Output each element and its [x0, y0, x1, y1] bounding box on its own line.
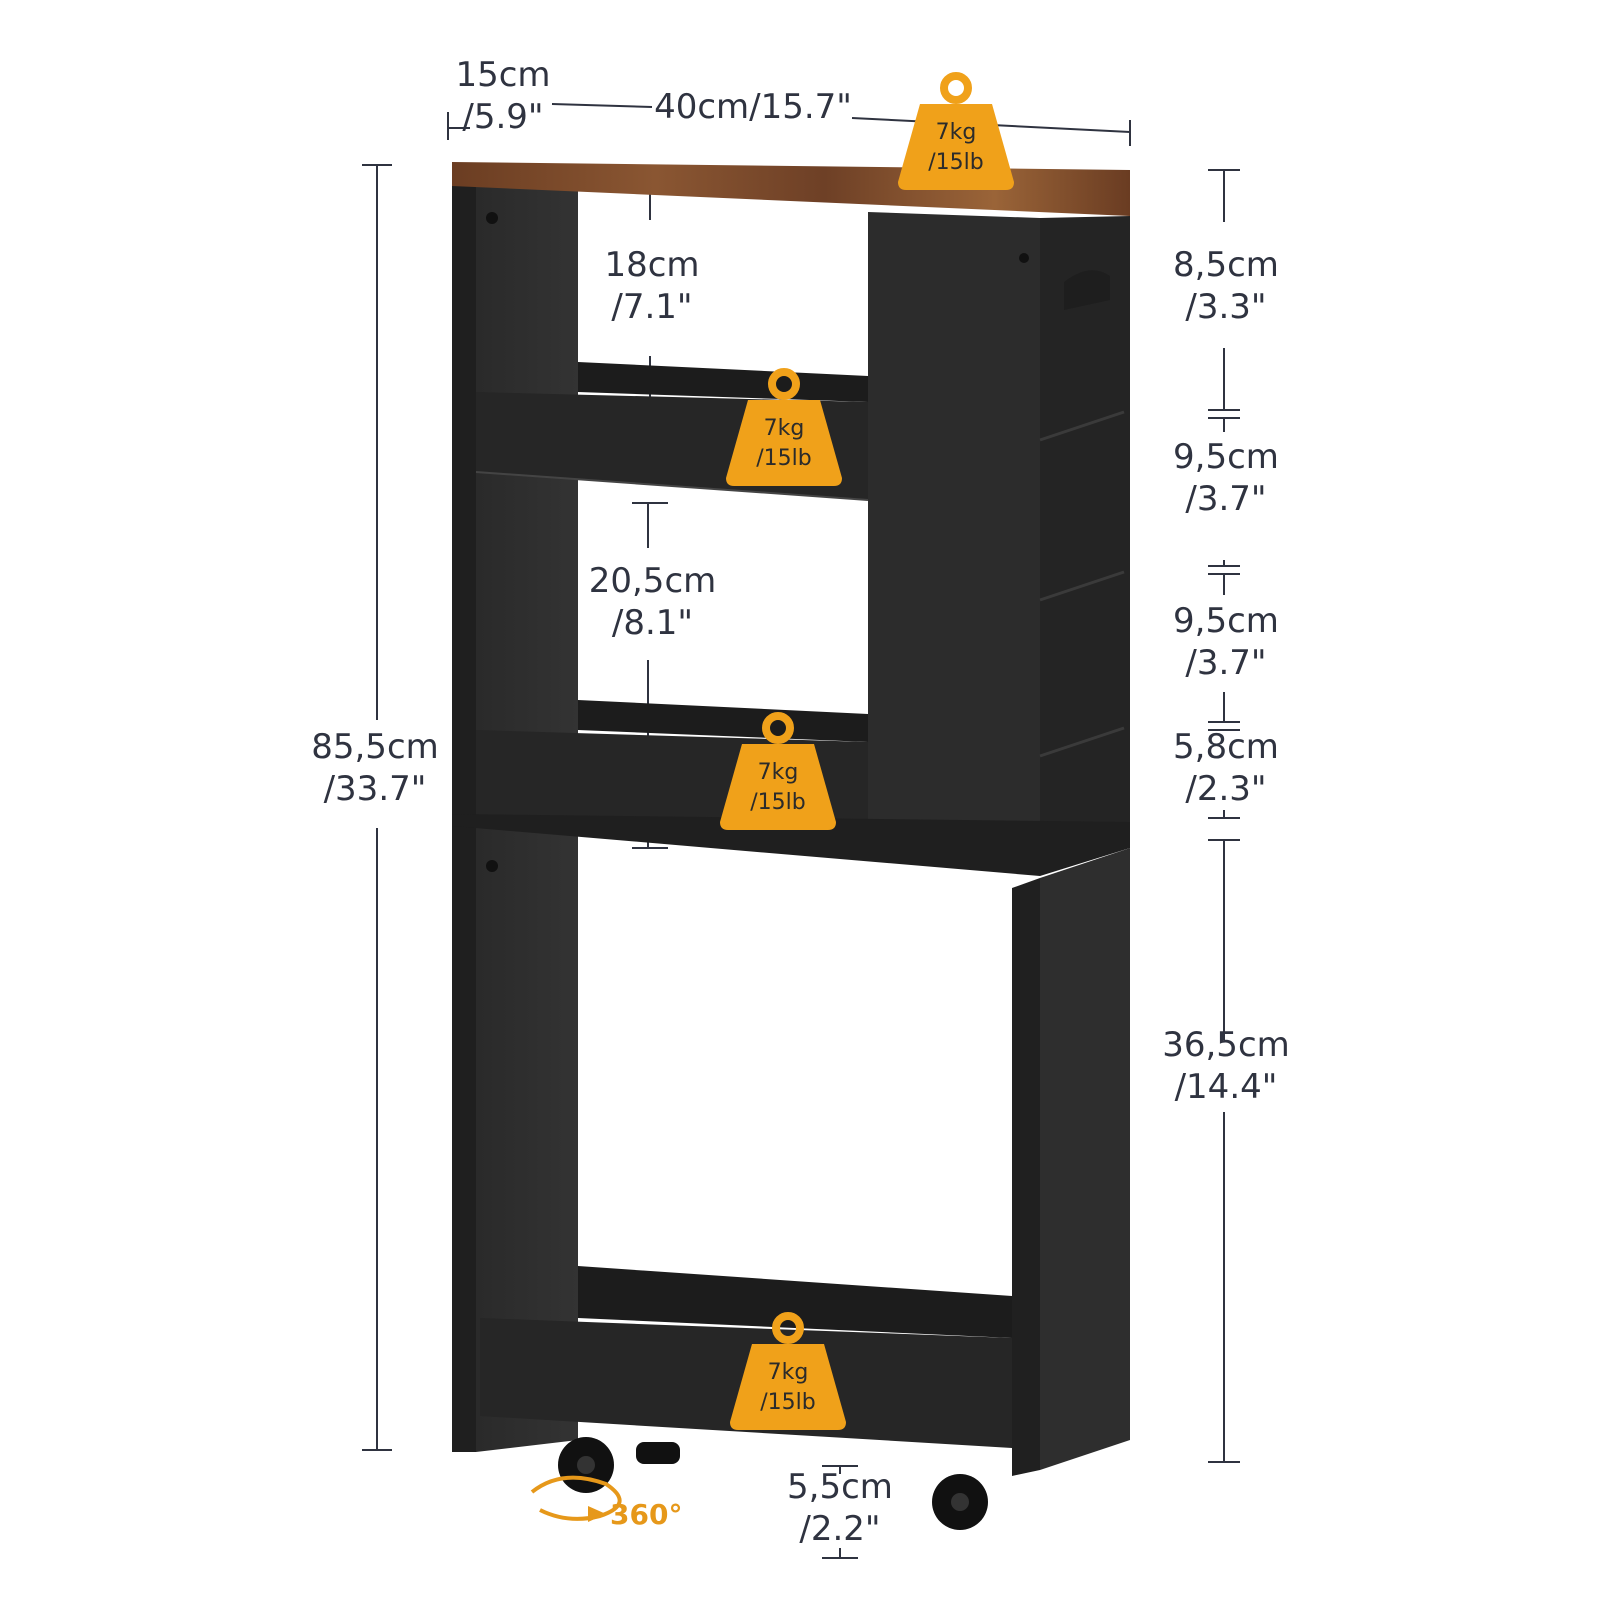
top-gap-label: 18cm/7.1": [604, 245, 700, 327]
badge-imperial: /15lb: [760, 1390, 815, 1415]
handle-slot: [1064, 270, 1110, 310]
width-label: 40cm/15.7": [654, 87, 852, 127]
badge-weight: 7kg: [936, 120, 977, 145]
height-label: 85,5cm/33.7": [311, 727, 439, 809]
badge-weight: 7kg: [768, 1360, 809, 1385]
bottom-section-label: 36,5cm/14.4": [1162, 1025, 1290, 1107]
side-2-label: 9,5cm/3.7": [1173, 437, 1279, 519]
depth-label: 15cm/5.9": [455, 55, 551, 137]
load-badge: 7kg /15lb: [720, 712, 836, 830]
right-front-panel: [1012, 878, 1040, 1476]
load-badge: 7kg /15lb: [726, 368, 842, 486]
rotation-icon: 360°: [530, 1475, 682, 1531]
right-side-panel: [1040, 848, 1130, 1470]
side-pockets: [1039, 410, 1125, 758]
storage-cart: [452, 162, 1130, 1530]
right-column: [868, 212, 1040, 872]
right-column-side: [1040, 216, 1130, 872]
badge-imperial: /15lb: [928, 150, 983, 175]
badge-weight: 7kg: [764, 416, 805, 441]
divider-board: [452, 814, 1130, 876]
rotation-label: 360°: [610, 1498, 682, 1531]
side-4-label: 5,8cm/2.3": [1173, 727, 1279, 809]
side-1-label: 8,5cm/3.3": [1173, 245, 1279, 327]
badge-weight: 7kg: [758, 760, 799, 785]
side-3-label: 9,5cm/3.7": [1173, 601, 1279, 683]
badge-imperial: /15lb: [750, 790, 805, 815]
badge-imperial: /15lb: [756, 446, 811, 471]
clearance-label: 5,5cm/2.2": [787, 1467, 893, 1549]
mid-gap-label: 20,5cm/8.1": [588, 561, 717, 643]
load-badge: 7kg /15lb: [898, 72, 1014, 190]
load-badge: 7kg /15lb: [730, 1312, 846, 1430]
